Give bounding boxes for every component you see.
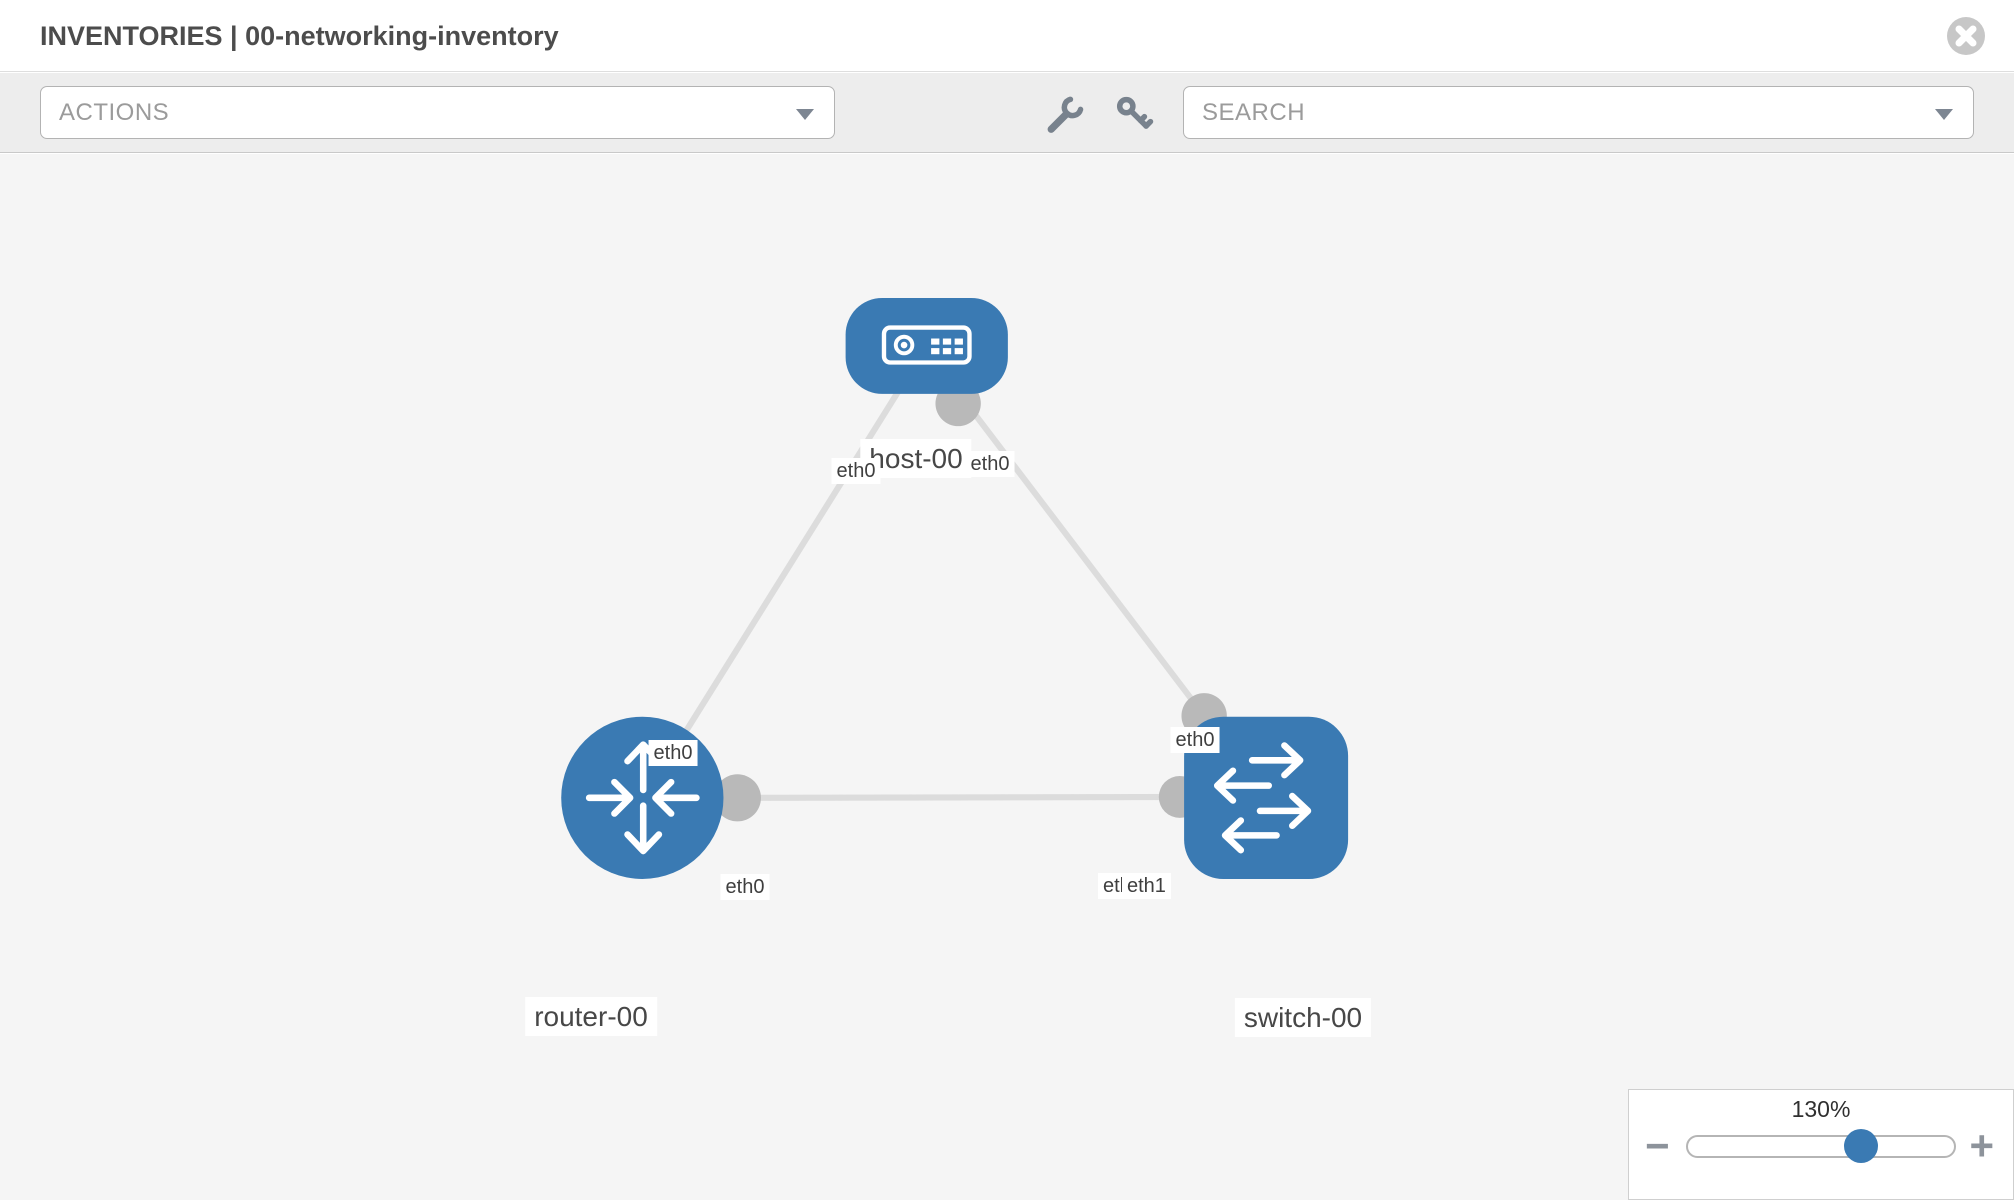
zoom-out-button[interactable]: − [1645,1122,1670,1169]
zoom-in-button[interactable]: + [1969,1122,1995,1169]
zoom-panel: 130% − + [1628,1089,2014,1200]
host-icon [881,325,972,365]
interface-label-router00-eth0: eth0 [720,874,770,900]
node-label-router-00: router-00 [525,997,657,1036]
port-router00 [713,774,761,822]
interface-label-switch00-eth0-uplink: eth0 [1170,727,1220,753]
toolbar: ACTIONS SEARCH [0,73,2014,153]
wrench-button[interactable] [1044,93,1088,137]
zoom-slider[interactable] [1685,1128,1956,1163]
node-label-switch-00: switch-00 [1234,998,1372,1037]
router-icon [585,741,700,855]
page-title: INVENTORIES | 00-networking-inventory [40,21,559,51]
key-icon [1116,96,1154,129]
page-header: INVENTORIES | 00-networking-inventory [0,0,2014,72]
actions-dropdown[interactable]: ACTIONS [40,86,835,139]
node-router-00[interactable] [561,716,724,879]
interface-label-host00-eth0-right: eth0 [965,451,1015,477]
interface-label-router00-eth0-uplink: eth0 [648,740,698,766]
wrench-icon [1047,96,1084,133]
topology-canvas[interactable]: host-00 router-00 switch-00 eth0 eth0 et… [0,154,2014,1200]
switch-icon [1213,742,1312,854]
close-button[interactable] [1946,16,1986,56]
key-button[interactable] [1112,93,1156,137]
search-dropdown-label: SEARCH [1202,99,1306,126]
interface-label-switch00-eth1: eth1 [1122,873,1171,899]
link-host00-router00 [666,372,912,760]
node-host-00[interactable] [845,297,1008,394]
node-switch-00[interactable] [1184,716,1349,879]
close-icon [1947,17,1985,55]
link-router00-switch00 [730,793,1185,801]
link-host00-switch00 [941,371,1207,718]
search-dropdown[interactable]: SEARCH [1183,86,1974,139]
chevron-down-icon [796,109,814,120]
interface-label-host00-eth0-left: eth0 [831,458,881,484]
actions-dropdown-label: ACTIONS [59,99,170,126]
zoom-slider-handle[interactable] [1843,1128,1878,1163]
chevron-down-icon [1935,109,1953,120]
zoom-level-label: 130% [1791,1096,1851,1122]
topology-links [666,371,1207,801]
